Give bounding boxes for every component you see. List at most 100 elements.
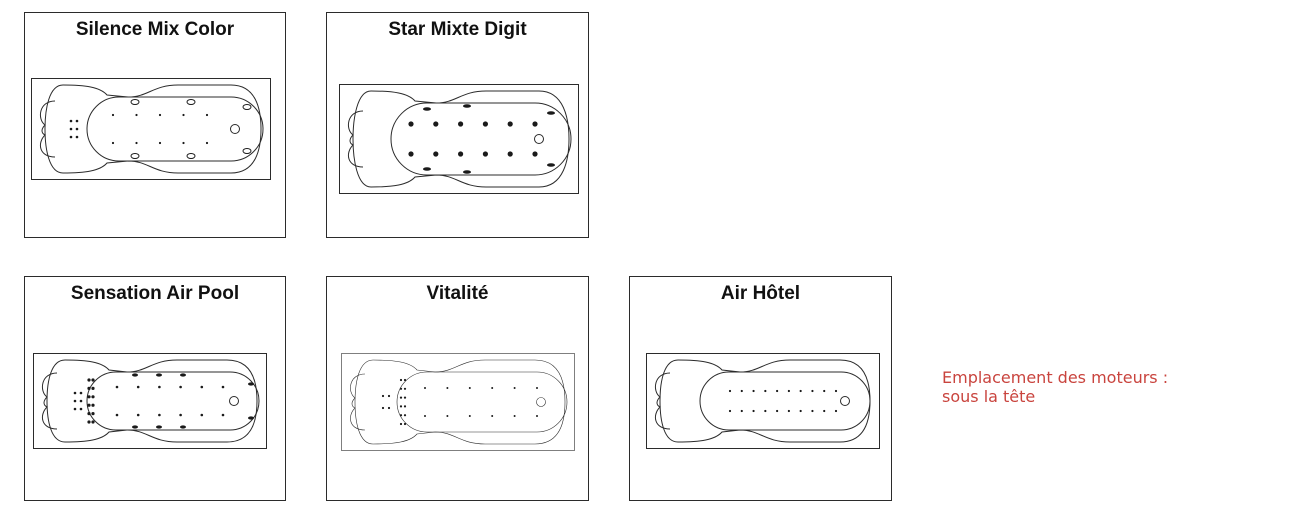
hydro-jet xyxy=(91,420,95,424)
headrest xyxy=(350,373,366,431)
air-jet xyxy=(135,113,138,117)
hydro-jet xyxy=(458,121,464,127)
air-jet xyxy=(799,389,802,393)
drain-icon xyxy=(230,124,240,134)
tub-rim xyxy=(659,359,871,443)
hydro-jet xyxy=(463,170,471,174)
air-jet xyxy=(221,385,225,389)
hydro-jet xyxy=(423,167,431,171)
bathtub-diagram xyxy=(341,353,575,451)
hydro-jet xyxy=(180,425,186,429)
air-jet xyxy=(403,422,407,426)
air-jet xyxy=(468,387,471,389)
headrest xyxy=(347,110,364,168)
air-jet xyxy=(403,405,407,408)
hydro-jet xyxy=(482,151,488,157)
model-title: Vitalité xyxy=(426,283,489,304)
inner-basin xyxy=(390,102,572,176)
note-line-2: sous la tête xyxy=(942,387,1036,406)
model-card-sensation-air-pool: Sensation Air Pool xyxy=(24,276,286,501)
air-jet xyxy=(446,387,449,389)
hydro-jet xyxy=(547,111,555,115)
air-jet xyxy=(69,127,73,131)
air-jet xyxy=(728,409,732,413)
air-jet xyxy=(740,409,743,413)
air-jet xyxy=(536,415,538,417)
air-jet xyxy=(513,415,516,417)
air-jet xyxy=(75,127,79,131)
air-jet xyxy=(424,415,426,417)
hydro-jet xyxy=(242,148,252,154)
air-jet xyxy=(205,141,209,145)
air-jet xyxy=(381,394,385,398)
hydro-jet xyxy=(87,412,91,416)
drain-icon xyxy=(534,134,544,144)
hydro-jet xyxy=(87,403,91,407)
air-jet xyxy=(787,409,790,413)
hydro-jet xyxy=(248,382,254,386)
air-jet xyxy=(136,413,140,417)
hydro-jet xyxy=(186,153,196,159)
air-jet xyxy=(764,389,767,393)
air-jet xyxy=(468,415,471,417)
tub-rim xyxy=(352,90,570,188)
air-jet xyxy=(536,387,538,389)
hydro-jet xyxy=(532,151,538,157)
hydro-jet xyxy=(91,403,95,407)
hydro-jet xyxy=(532,121,538,127)
air-jet xyxy=(823,389,826,393)
bathtub-diagram xyxy=(31,78,271,180)
air-jet xyxy=(79,391,83,395)
tub-rim xyxy=(44,84,262,174)
inner-basin xyxy=(86,96,264,162)
air-jet xyxy=(399,405,403,408)
air-jet xyxy=(399,422,403,426)
hydro-jet xyxy=(433,151,439,157)
air-jet xyxy=(491,387,494,389)
inner-basin xyxy=(699,371,871,431)
hydro-jet xyxy=(132,425,138,429)
hydro-jet xyxy=(482,121,488,127)
bathtub-diagram xyxy=(339,84,579,194)
hydro-jet xyxy=(408,151,414,157)
tub-frame xyxy=(31,78,271,180)
air-jet xyxy=(399,396,403,399)
model-card-silence-mix-color: Silence Mix Color xyxy=(24,12,286,238)
air-jet xyxy=(221,413,225,417)
hydro-jet xyxy=(87,420,91,424)
model-title: Air Hôtel xyxy=(720,283,801,304)
air-jet xyxy=(811,409,814,413)
hydro-jet xyxy=(547,163,555,167)
air-jet xyxy=(179,413,182,417)
air-jet xyxy=(811,389,814,393)
air-jet xyxy=(79,407,83,411)
model-title: Sensation Air Pool xyxy=(70,283,240,304)
hydro-jet xyxy=(91,412,95,416)
air-jet xyxy=(69,135,73,139)
air-jet xyxy=(158,385,161,389)
hydro-jet xyxy=(156,373,162,377)
air-jet xyxy=(111,141,115,145)
model-title: Silence Mix Color xyxy=(75,19,235,40)
air-jet xyxy=(182,141,185,145)
headrest xyxy=(39,100,56,158)
air-jet xyxy=(182,113,185,117)
hydro-jet xyxy=(242,104,252,110)
hydro-jet xyxy=(463,104,471,108)
tub-rim xyxy=(354,359,566,445)
air-jet xyxy=(424,387,426,389)
tub-frame xyxy=(339,84,579,194)
model-card-vitalite: Vitalité xyxy=(326,276,589,501)
hydro-jet xyxy=(458,151,464,157)
air-jet xyxy=(381,406,385,410)
air-jet xyxy=(136,385,140,389)
air-jet xyxy=(834,389,838,393)
air-jet xyxy=(387,394,391,398)
air-jet xyxy=(399,378,403,382)
air-jet xyxy=(73,399,77,403)
air-jet xyxy=(79,399,83,403)
hydro-jet xyxy=(507,151,513,157)
air-jet xyxy=(403,387,407,390)
headrest xyxy=(654,372,671,430)
air-jet xyxy=(158,413,161,417)
